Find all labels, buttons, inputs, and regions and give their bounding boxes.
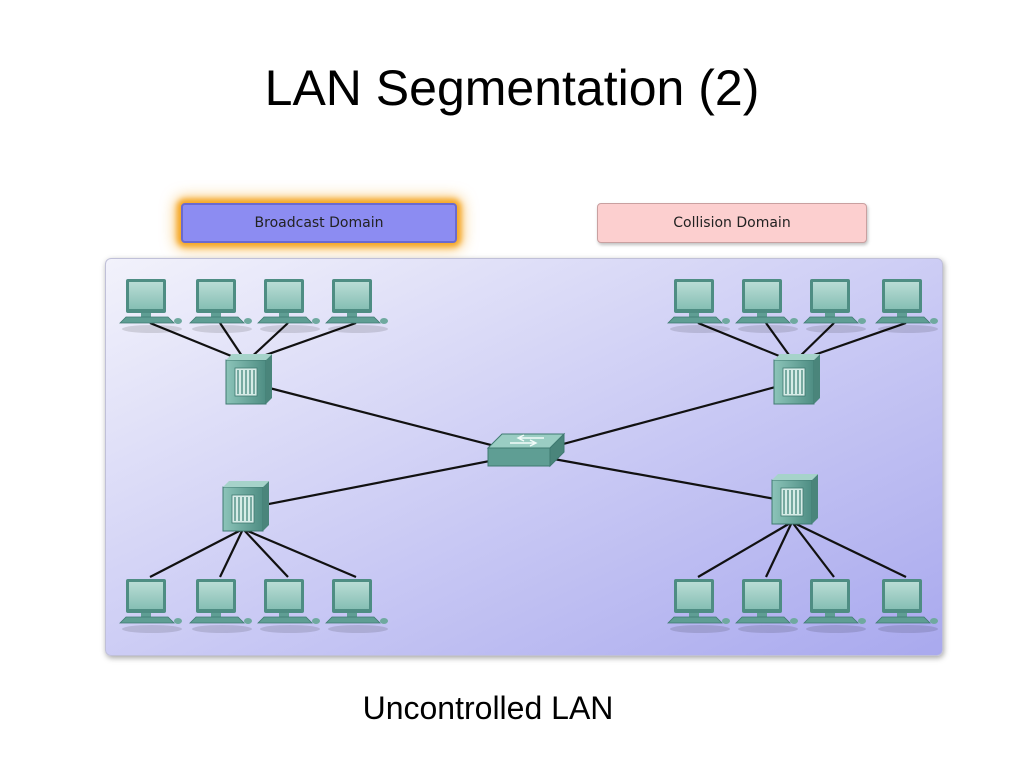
computer-icon-bottom-left-2 [189, 579, 252, 633]
computer-icon-top-right-4 [875, 279, 938, 333]
link-bottom-right-pc-3 [791, 521, 835, 578]
computer-icon-top-left-3 [257, 279, 320, 333]
network-diagram-panel [105, 258, 943, 656]
network-devices [119, 279, 938, 633]
hub-icon-bottom-right [771, 474, 818, 525]
broadcast-domain-button[interactable]: Broadcast Domain [181, 203, 457, 243]
link-top-left-pc-1 [149, 321, 247, 364]
slide-title: LAN Segmentation (2) [264, 60, 760, 116]
switch-icon [486, 432, 566, 468]
computer-icon-bottom-right-1 [667, 579, 730, 633]
hub-icon-bottom-left [222, 481, 269, 532]
computer-icon-bottom-left-3 [257, 579, 320, 633]
computer-icon-bottom-left-1 [119, 579, 182, 633]
link-bottom-right-pc-2 [765, 521, 793, 578]
computer-icon-bottom-right-4 [875, 579, 938, 633]
link-switch-top-right [525, 380, 795, 456]
computer-icon-top-left-2 [189, 279, 252, 333]
computer-icon-top-right-1 [667, 279, 730, 333]
computer-icon-bottom-left-4 [325, 579, 388, 633]
hub-icon-top-left [225, 354, 272, 405]
link-bottom-right-pc-4 [791, 521, 907, 578]
computer-icon-bottom-right-3 [803, 579, 866, 633]
computer-icon-top-right-2 [735, 279, 798, 333]
computer-icon-bottom-right-2 [735, 579, 798, 633]
hub-icon-top-right [773, 354, 820, 405]
computer-icon-top-left-4 [325, 279, 388, 333]
link-switch-bottom-left [242, 452, 527, 511]
link-bottom-left-pc-2 [219, 528, 244, 578]
computer-icon-top-right-3 [803, 279, 866, 333]
network-diagram [119, 279, 938, 633]
diagram-caption: Uncontrolled LAN [362, 690, 614, 726]
link-switch-top-left [245, 380, 527, 456]
link-bottom-left-pc-4 [242, 527, 357, 579]
link-top-right-pc-1 [697, 321, 795, 364]
collision-domain-label: Collision Domain [673, 215, 791, 231]
collision-domain-button[interactable]: Collision Domain [597, 203, 867, 243]
network-links [149, 321, 907, 579]
broadcast-domain-label: Broadcast Domain [254, 215, 384, 231]
link-switch-bottom-right [525, 452, 793, 504]
link-bottom-right-pc-1 [697, 521, 793, 578]
link-bottom-left-pc-3 [242, 528, 289, 578]
computer-icon-top-left-1 [119, 279, 182, 333]
link-bottom-left-pc-1 [149, 528, 244, 578]
